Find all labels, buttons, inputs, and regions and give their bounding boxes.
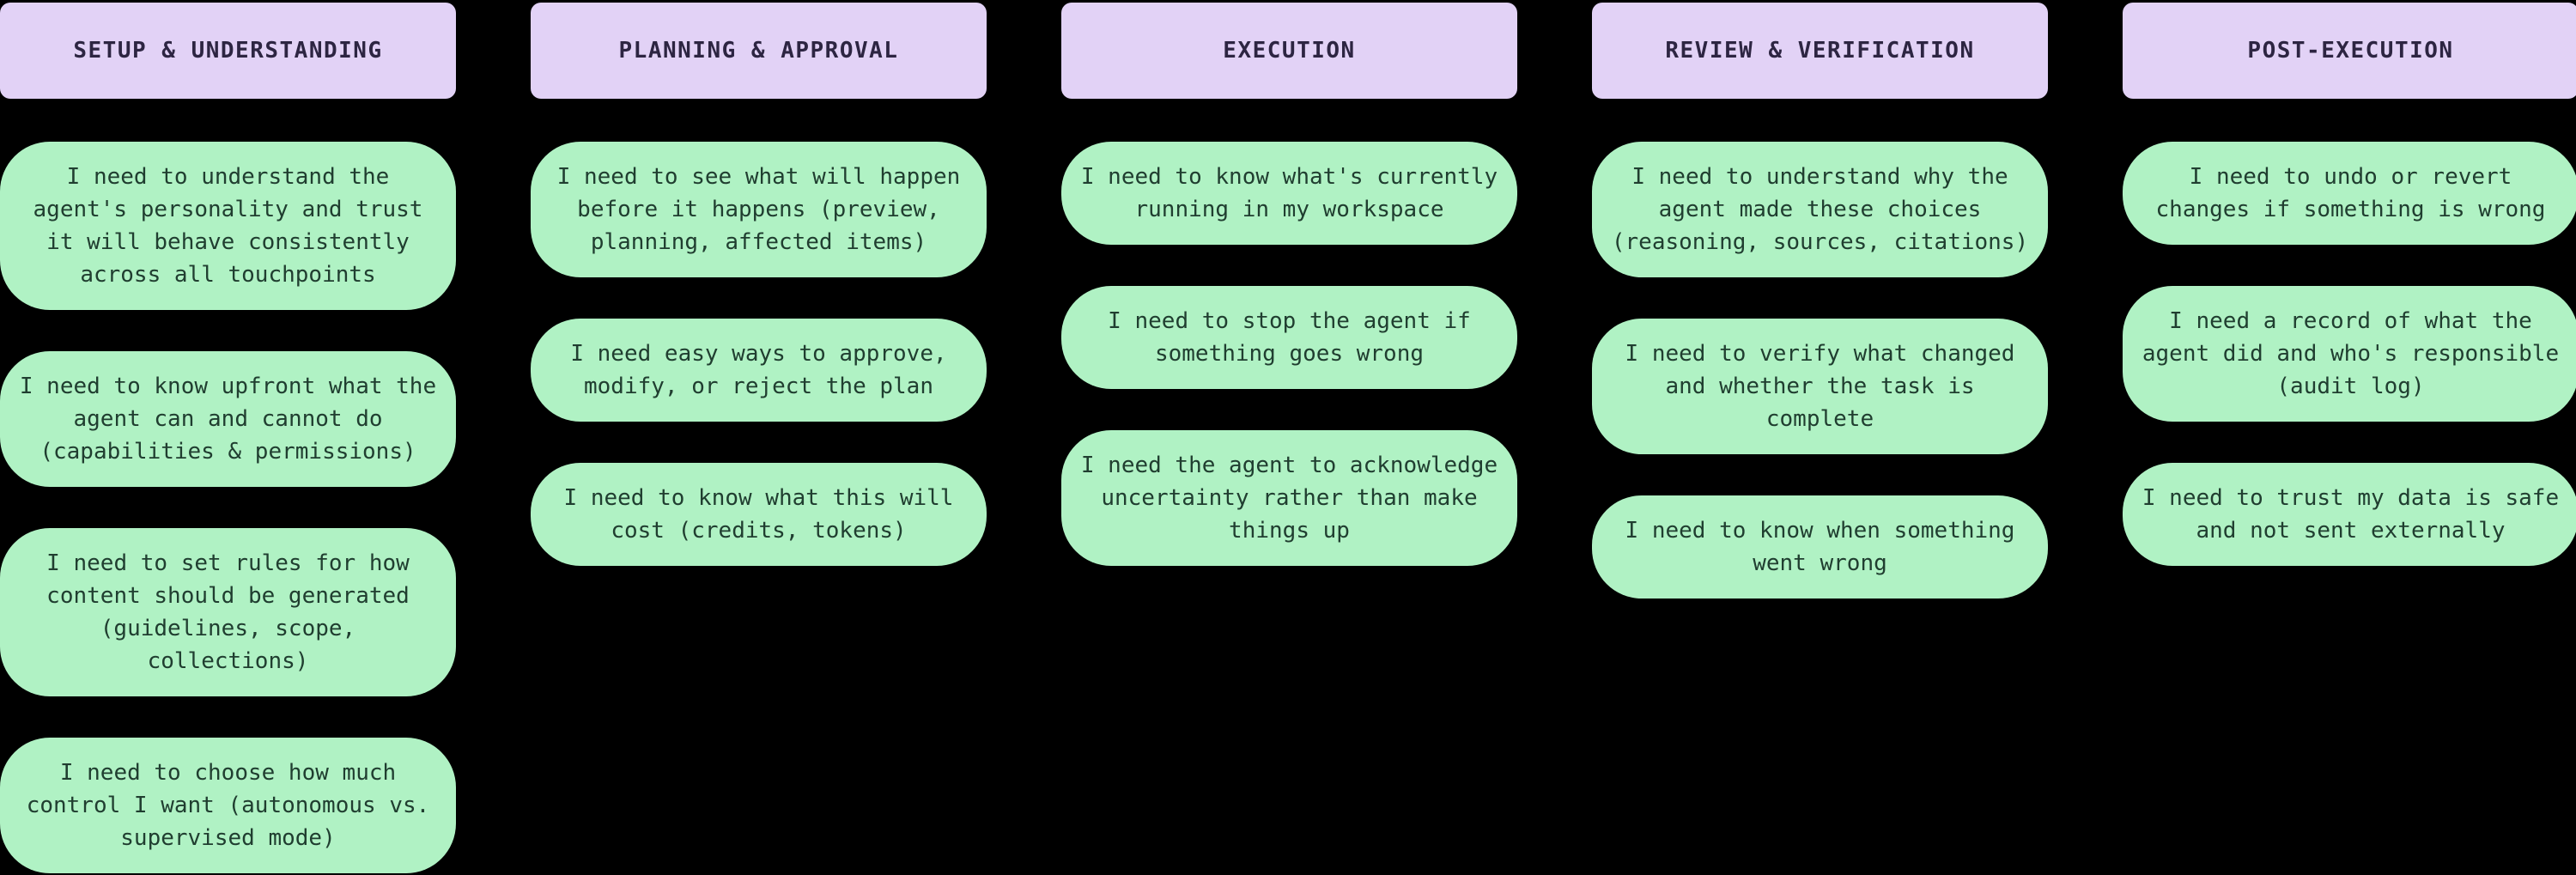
- column-header-post-execution[interactable]: POST-EXECUTION: [2123, 3, 2576, 99]
- column-title: SETUP & UNDERSTANDING: [73, 38, 383, 64]
- card-list: I need to understand the agent's persona…: [0, 142, 456, 873]
- column-header-review-verification[interactable]: REVIEW & VERIFICATION: [1592, 3, 2048, 99]
- sticky-note[interactable]: I need to choose how much control I want…: [0, 738, 456, 873]
- column-title: POST-EXECUTION: [2247, 38, 2454, 64]
- sticky-note[interactable]: I need to stop the agent if something go…: [1061, 286, 1517, 389]
- sticky-note[interactable]: I need to know what this will cost (cred…: [531, 463, 987, 566]
- column-title: PLANNING & APPROVAL: [618, 38, 899, 64]
- column-post-execution: POST-EXECUTION I need to undo or revert …: [2123, 3, 2576, 875]
- sticky-note[interactable]: I need to trust my data is safe and not …: [2123, 463, 2576, 566]
- card-list: I need to undo or revert changes if some…: [2123, 142, 2576, 566]
- column-review-verification: REVIEW & VERIFICATION I need to understa…: [1592, 3, 2048, 875]
- sticky-note[interactable]: I need to verify what changed and whethe…: [1592, 319, 2048, 454]
- sticky-note[interactable]: I need to see what will happen before it…: [531, 142, 987, 277]
- sticky-note[interactable]: I need to know what's currently running …: [1061, 142, 1517, 245]
- column-setup-understanding: SETUP & UNDERSTANDING I need to understa…: [0, 3, 456, 875]
- column-header-setup-understanding[interactable]: SETUP & UNDERSTANDING: [0, 3, 456, 99]
- sticky-note[interactable]: I need to set rules for how content shou…: [0, 528, 456, 696]
- sticky-note[interactable]: I need the agent to acknowledge uncertai…: [1061, 430, 1517, 566]
- card-list: I need to know what's currently running …: [1061, 142, 1517, 566]
- sticky-note[interactable]: I need easy ways to approve, modify, or …: [531, 319, 987, 422]
- sticky-note[interactable]: I need to understand why the agent made …: [1592, 142, 2048, 277]
- sticky-note[interactable]: I need to know when something went wrong: [1592, 495, 2048, 599]
- column-header-planning-approval[interactable]: PLANNING & APPROVAL: [531, 3, 987, 99]
- column-header-execution[interactable]: EXECUTION: [1061, 3, 1517, 99]
- card-list: I need to see what will happen before it…: [531, 142, 987, 566]
- column-planning-approval: PLANNING & APPROVAL I need to see what w…: [531, 3, 987, 875]
- card-list: I need to understand why the agent made …: [1592, 142, 2048, 599]
- sticky-note[interactable]: I need to understand the agent's persona…: [0, 142, 456, 310]
- column-execution: EXECUTION I need to know what's currentl…: [1061, 3, 1517, 875]
- sticky-note[interactable]: I need a record of what the agent did an…: [2123, 286, 2576, 422]
- column-title: REVIEW & VERIFICATION: [1665, 38, 1975, 64]
- sticky-note[interactable]: I need to undo or revert changes if some…: [2123, 142, 2576, 245]
- sticky-note[interactable]: I need to know upfront what the agent ca…: [0, 351, 456, 487]
- column-title: EXECUTION: [1223, 38, 1356, 64]
